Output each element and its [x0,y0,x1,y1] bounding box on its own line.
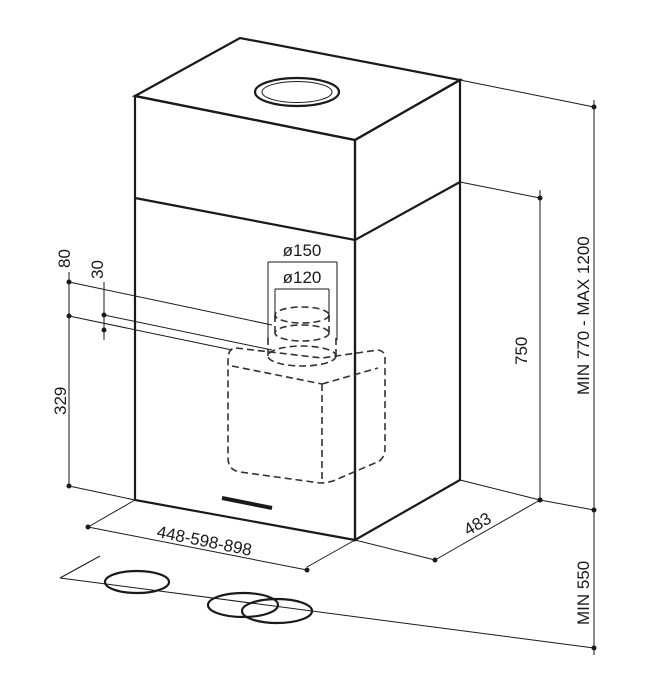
depth-dim: 483 [354,479,543,563]
label-outlet-150: ø150 [283,241,322,260]
top-outlet-outer [253,76,341,108]
hood-panel-seam [134,181,461,242]
label-outlet-120: ø120 [283,268,322,287]
motor-unit-hidden [227,306,386,484]
label-offset-80: 80 [55,249,74,268]
hood-side-face [353,78,462,542]
burner-right [240,597,314,625]
cooktop-left-edge [59,555,101,579]
motor-front-edge [231,365,323,385]
dim-line-depth [434,499,541,561]
label-depth: 483 [461,509,495,540]
cooktop [59,555,595,649]
burner-center [206,591,280,619]
total-height-dim: MIN 770 - MAX 1200 MIN 550 [459,79,597,655]
cooktop-front-edge [59,577,595,649]
ref-line-mid [103,314,273,351]
left-dims: 80 30 329 [51,249,273,501]
label-height-750: 750 [512,337,531,365]
ref-line-bottom [68,485,136,501]
label-gap-30: 30 [88,260,107,279]
width-dim: 448-598-898 [85,499,356,573]
motor-housing [227,347,386,484]
label-height-329: 329 [51,387,70,415]
hood-top-face [131,36,464,142]
outlet-diameter-dims: ø150 ø120 [267,241,338,340]
duct-ring-mid [274,324,330,342]
burner-left [103,569,171,595]
label-min-550: MIN 550 [574,561,593,625]
dim-line-width [87,526,308,571]
control-panel [221,496,273,510]
hood-height-dim: 750 [459,181,543,503]
label-width: 448-598-898 [155,522,253,560]
ref-line-low [68,315,233,351]
top-outlet-inner [261,81,333,103]
label-total-height: MIN 770 - MAX 1200 [574,236,593,395]
ref-line-top [68,281,273,326]
motor-side-edge [321,367,379,385]
duct-ring-top [274,306,330,324]
